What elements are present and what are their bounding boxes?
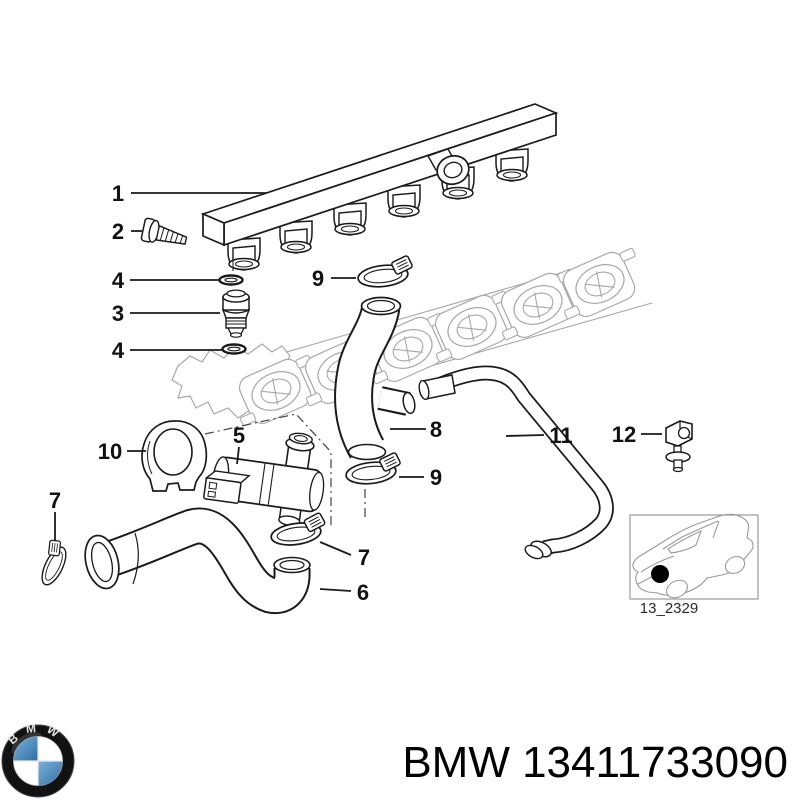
logo-quadrant-blue-tl [13,736,38,761]
part-4-oring-top [218,274,244,286]
logo-quadrant-blue-br [38,761,63,786]
callout-4-bottom: 4 [112,338,125,363]
callout-6: 6 [357,580,369,605]
callout-10: 10 [98,439,122,464]
part-3-injector [221,289,251,338]
assembly-dash-line [204,413,332,527]
part-10-bracket [141,420,208,492]
callout-5: 5 [233,423,245,448]
callout-11: 11 [549,423,572,448]
leader-lines [54,192,662,592]
leader-line-6 [319,588,352,592]
car-location-inset: 13_2329 [629,513,759,617]
location-dot [651,565,669,583]
valve-connector [203,470,251,504]
inset-code: 13_2329 [640,600,698,617]
part-number-text: BMW 13411733090 [402,738,788,787]
callout-9-top: 9 [312,266,324,291]
callout-7-left: 7 [49,488,61,513]
callouts: 1 2 4 3 4 9 10 5 8 11 12 9 7 7 6 [49,181,636,605]
part-1-fuel-rail [200,103,559,271]
callout-2: 2 [112,219,124,244]
leader-line-5 [236,446,240,465]
car-sketch [632,513,754,599]
part-8-pipe [334,296,416,461]
part-9-clamp-top [355,253,416,290]
rail-fitting-port [426,148,470,186]
leader-line-7-right [319,541,352,556]
callout-1: 1 [112,181,124,206]
callout-7-right: 7 [358,545,370,570]
part-4-oring-bottom [221,343,247,355]
callout-8: 8 [430,417,442,442]
callout-12: 12 [612,422,636,447]
part-12-clip [665,420,693,473]
callout-4-top: 4 [112,268,125,293]
part-11-hose [418,365,614,560]
callout-9-bottom: 9 [430,465,442,490]
callout-3: 3 [112,301,124,326]
hose-11-nipple [418,374,456,401]
part-6-hose [84,507,311,615]
part-2-bolt [140,217,188,245]
part-5-idle-valve [203,432,325,527]
intake-manifold-sketch [171,242,653,433]
part-7-clamp-left [30,536,74,589]
leader-line-11 [505,434,545,437]
bmw-logo: BMW [1,720,75,798]
